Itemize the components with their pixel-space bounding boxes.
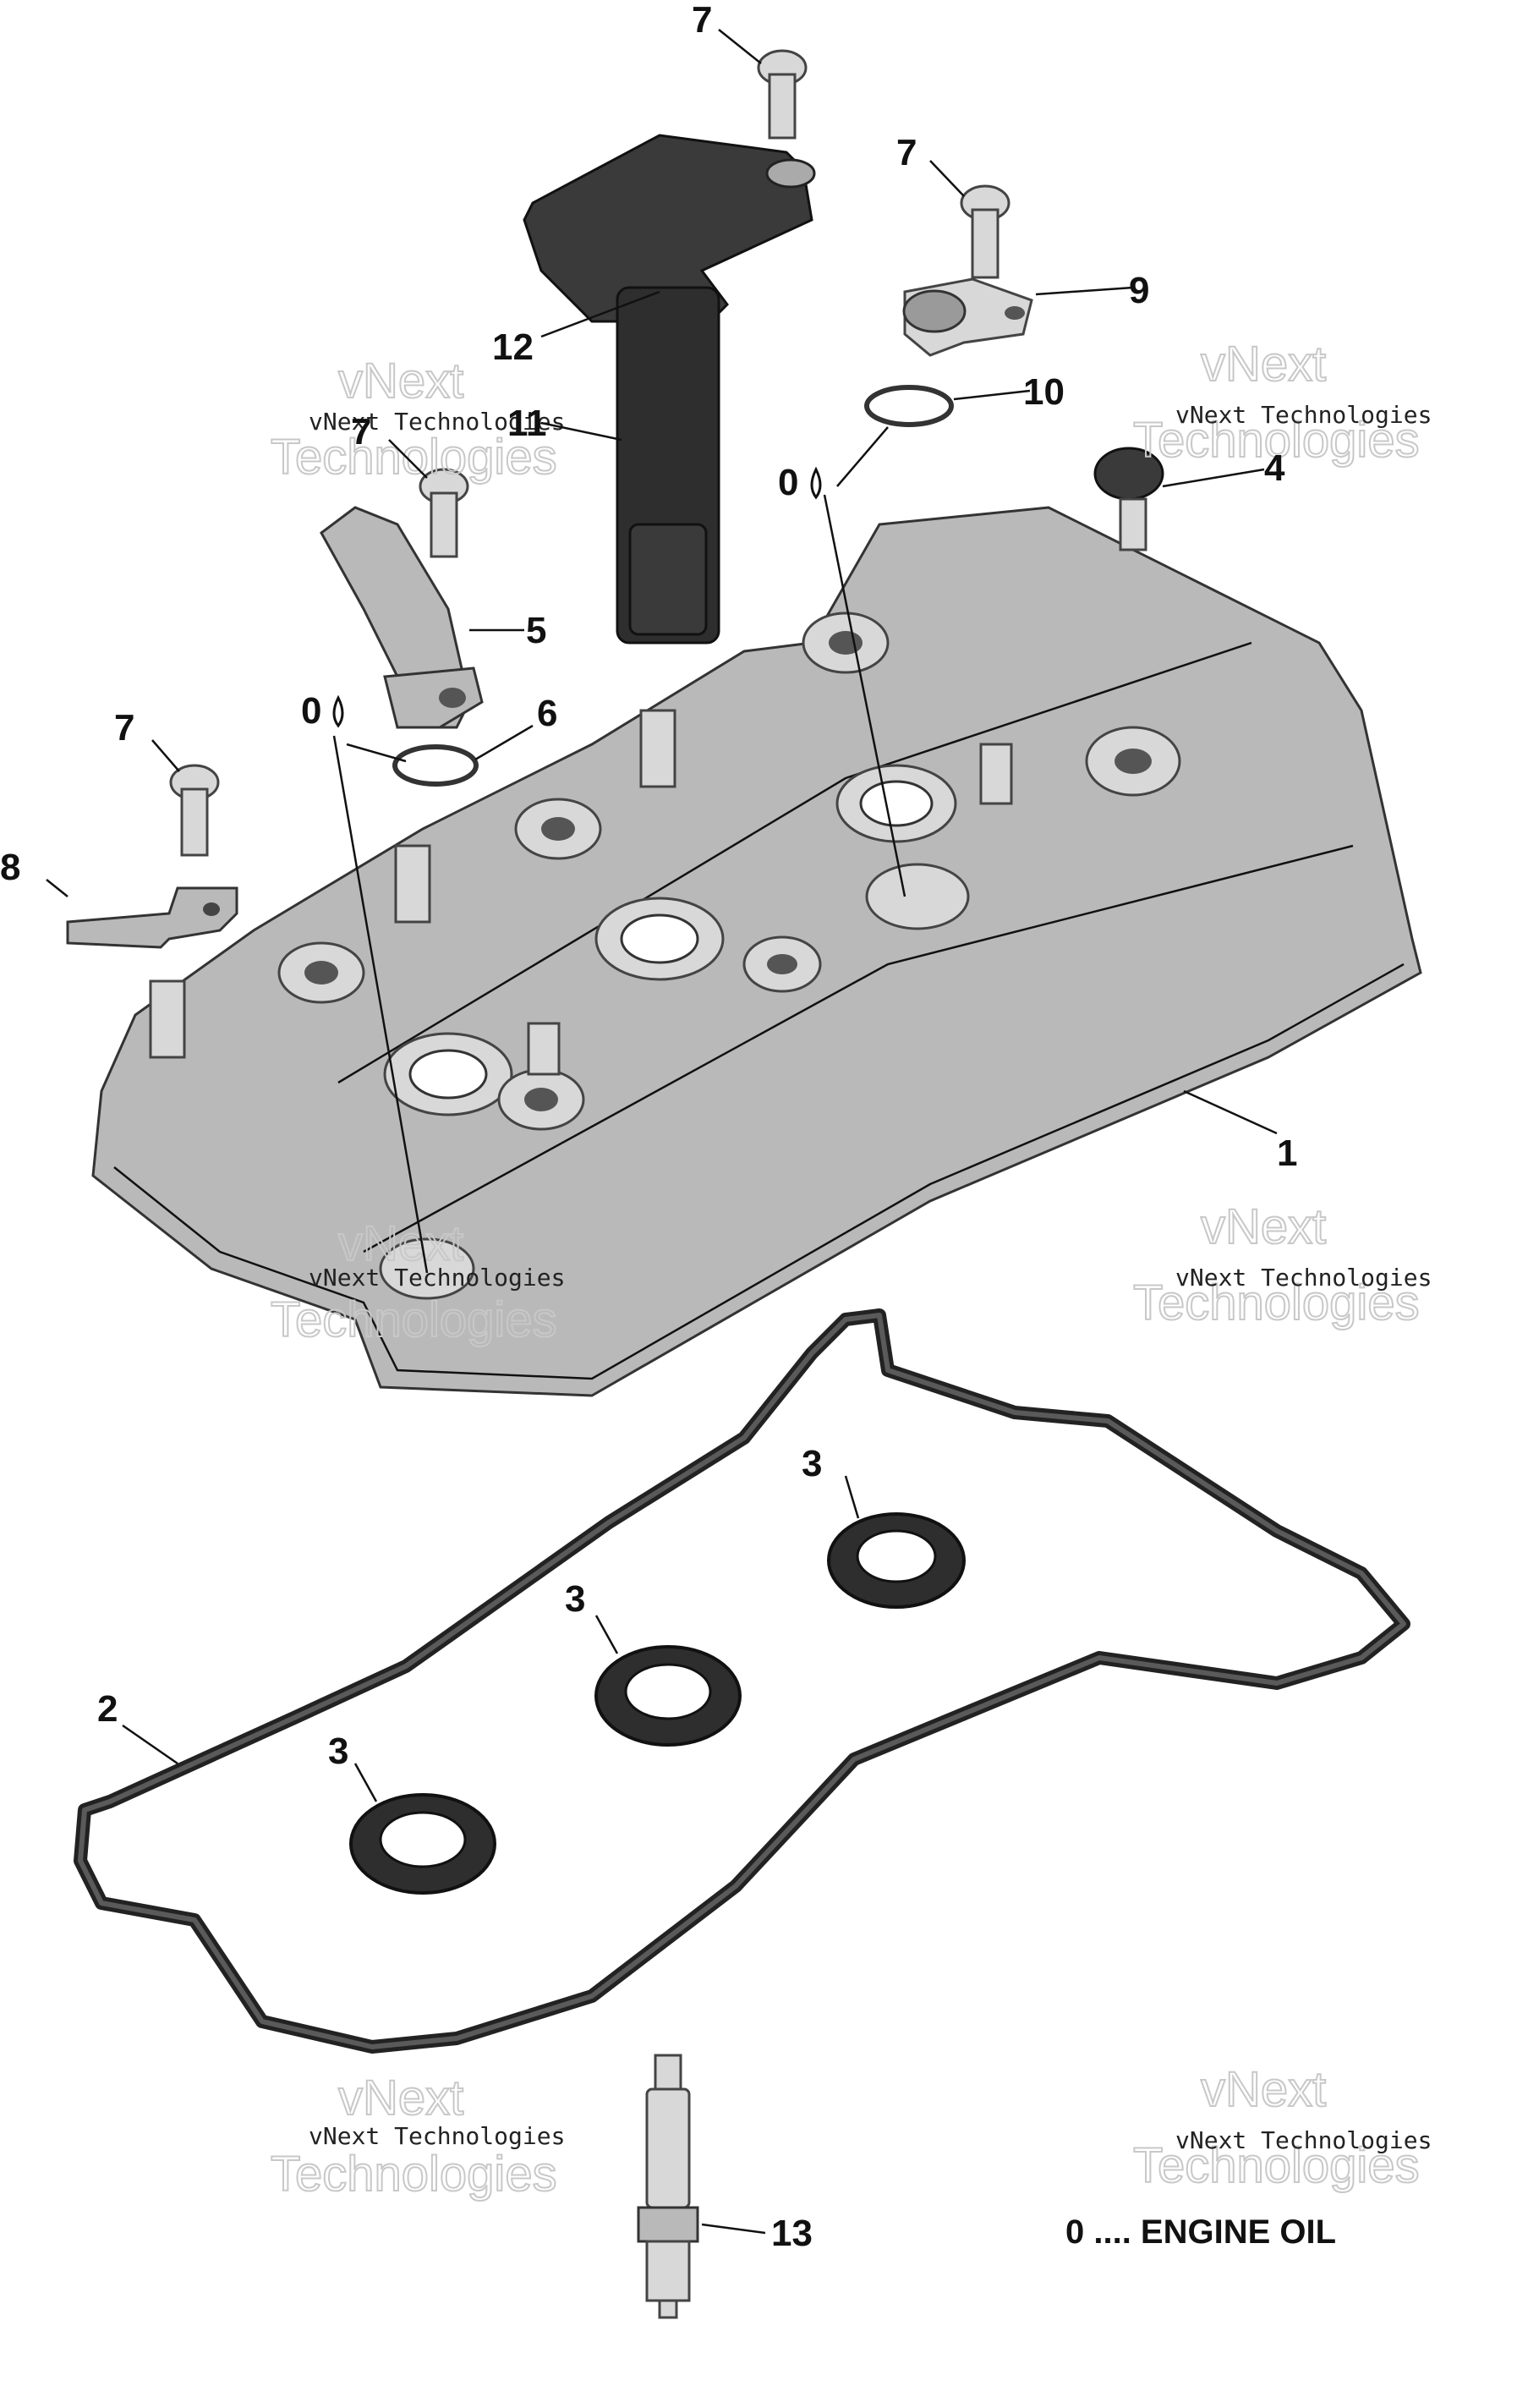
callout-3: 3 [328, 1731, 348, 1772]
ignition-coil [523, 134, 816, 645]
plug [1093, 447, 1164, 551]
svg-text:vNext Technologies: vNext Technologies [309, 2122, 565, 2150]
watermark: vNext Technologies vNext Technologies [1132, 2061, 1432, 2194]
svg-text:vNext Technologies: vNext Technologies [1175, 2126, 1432, 2154]
callout-oil: 0 [778, 462, 798, 503]
callout-7: 7 [896, 132, 917, 173]
bracket [66, 886, 238, 949]
svg-text:vNext Technologies: vNext Technologies [1175, 1264, 1432, 1292]
screw [757, 49, 808, 140]
watermark: vNext Technologies vNext Technologies [1132, 1199, 1432, 1331]
callout-7: 7 [351, 411, 371, 453]
callout-7: 7 [692, 0, 712, 41]
valve-cover [91, 506, 1422, 1397]
svg-text:vNext Technologies: vNext Technologies [1175, 401, 1432, 429]
callout-12: 12 [492, 326, 534, 368]
svg-text:vNext: vNext [1201, 337, 1326, 392]
svg-text:Technologies: Technologies [271, 1292, 557, 1347]
callout-5: 5 [526, 610, 546, 651]
callout-8: 8 [0, 847, 20, 888]
elbow-fitting [320, 506, 484, 729]
valve-cover-gasket [74, 1308, 1410, 2054]
screw [960, 184, 1010, 279]
spark-plug [637, 2054, 699, 2319]
svg-text:Technologies: Technologies [1133, 1275, 1420, 1330]
svg-text:Technologies: Technologies [271, 2147, 557, 2202]
svg-text:vNext Technologies: vNext Technologies [309, 1264, 565, 1292]
svg-text:Technologies: Technologies [271, 430, 557, 485]
watermark: vNext Technologies vNext Technologies [270, 353, 565, 485]
svg-text:vNext: vNext [338, 354, 463, 409]
svg-text:Technologies: Technologies [1133, 2138, 1420, 2193]
watermark: vNext Technologies vNext Technologies [270, 2070, 565, 2202]
plug-tube-seals [349, 1512, 966, 1895]
callout-6: 6 [537, 693, 557, 734]
cover-plate [902, 277, 1033, 357]
screw [169, 764, 220, 857]
watermark: vNext Technologies vNext Technologies [1132, 336, 1432, 469]
callout-2: 2 [97, 1688, 118, 1730]
svg-text:vNext: vNext [1201, 2062, 1326, 2117]
legend-engine-oil: 0 .... ENGINE OIL [1065, 2213, 1336, 2251]
screw [419, 468, 469, 558]
svg-text:vNext Technologies: vNext Technologies [309, 408, 565, 436]
callout-3: 3 [565, 1578, 585, 1620]
svg-text:vNext: vNext [338, 2071, 463, 2126]
o-ring [392, 744, 479, 787]
callout-9: 9 [1129, 270, 1149, 311]
callout-oil: 0 [301, 690, 321, 732]
callout-7: 7 [114, 707, 134, 749]
callout-11: 11 [507, 403, 547, 444]
oil-drop-icon [810, 466, 822, 500]
svg-text:vNext: vNext [338, 1216, 463, 1271]
callout-10: 10 [1023, 371, 1065, 413]
watermark: vNext Technologies vNext Technologies [270, 1215, 565, 1348]
callout-1: 1 [1277, 1133, 1297, 1174]
oil-drop-icon [332, 694, 344, 728]
leader-lines [46, 29, 1278, 2235]
callout-4: 4 [1264, 447, 1285, 489]
svg-text:vNext: vNext [1201, 1199, 1326, 1254]
o-ring [864, 385, 954, 427]
callout-3: 3 [802, 1443, 822, 1484]
callout-13: 13 [771, 2213, 813, 2254]
svg-text:Technologies: Technologies [1133, 413, 1420, 468]
